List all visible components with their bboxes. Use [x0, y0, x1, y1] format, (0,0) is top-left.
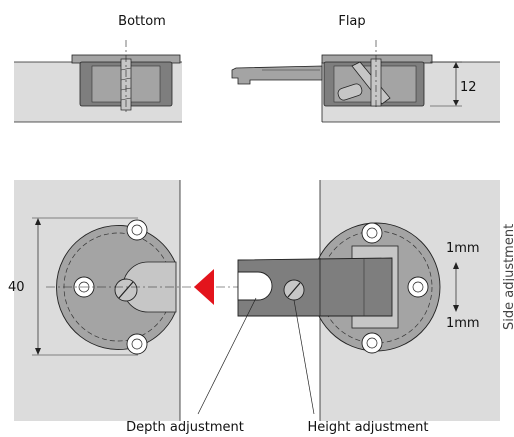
depth-adjust-slot	[237, 271, 273, 301]
mounting-plate-dashed-circle	[319, 230, 433, 344]
side-adjust-1mm-bottom: 1mm	[446, 316, 480, 331]
plate-hole-bottom	[361, 332, 383, 354]
cup-hole-bottom	[126, 333, 148, 355]
side-adjustment-label: Side adjustment	[502, 224, 514, 330]
cup-hole-top	[126, 219, 148, 241]
flap-hinge-arm	[231, 65, 323, 85]
depth-leader-line	[197, 297, 257, 415]
dim40-arrow-up	[35, 218, 41, 225]
depth-adjustment-label: Depth adjustment	[126, 420, 244, 435]
side-adjust-arrow-down	[453, 305, 459, 312]
flap-section-view: 12 Flap	[231, 14, 500, 123]
bottom-screw-thread-4	[120, 97, 132, 101]
height-leader-line	[293, 299, 315, 415]
bottom-screw-thread-1	[120, 67, 132, 71]
cup-center-screw	[114, 278, 138, 302]
height-adjust-screw	[283, 279, 305, 301]
dim12-arrow-down	[453, 100, 459, 106]
plate-hole-top	[361, 222, 383, 244]
insertion-direction-arrow	[194, 269, 214, 305]
plate-hole-right	[407, 276, 429, 298]
side-adjust-1mm-top: 1mm	[446, 241, 480, 256]
dim40-label: 40	[8, 280, 25, 295]
bottom-label: Bottom	[118, 14, 166, 29]
dim40-arrow-down	[35, 348, 41, 355]
height-adjustment-label: Height adjustment	[307, 420, 428, 435]
side-adjust-arrow-up	[453, 262, 459, 269]
dim12-arrow-up	[453, 62, 459, 68]
bottom-screw-thread-2	[120, 77, 132, 81]
flap-cam-block	[337, 83, 363, 101]
arm-plan-view: 1mm 1mm	[237, 180, 500, 421]
dim12-label: 12	[460, 80, 477, 95]
cup-plan-view: 40	[8, 180, 181, 421]
bottom-section-view: Bottom	[14, 14, 182, 123]
flap-label: Flap	[338, 14, 365, 29]
